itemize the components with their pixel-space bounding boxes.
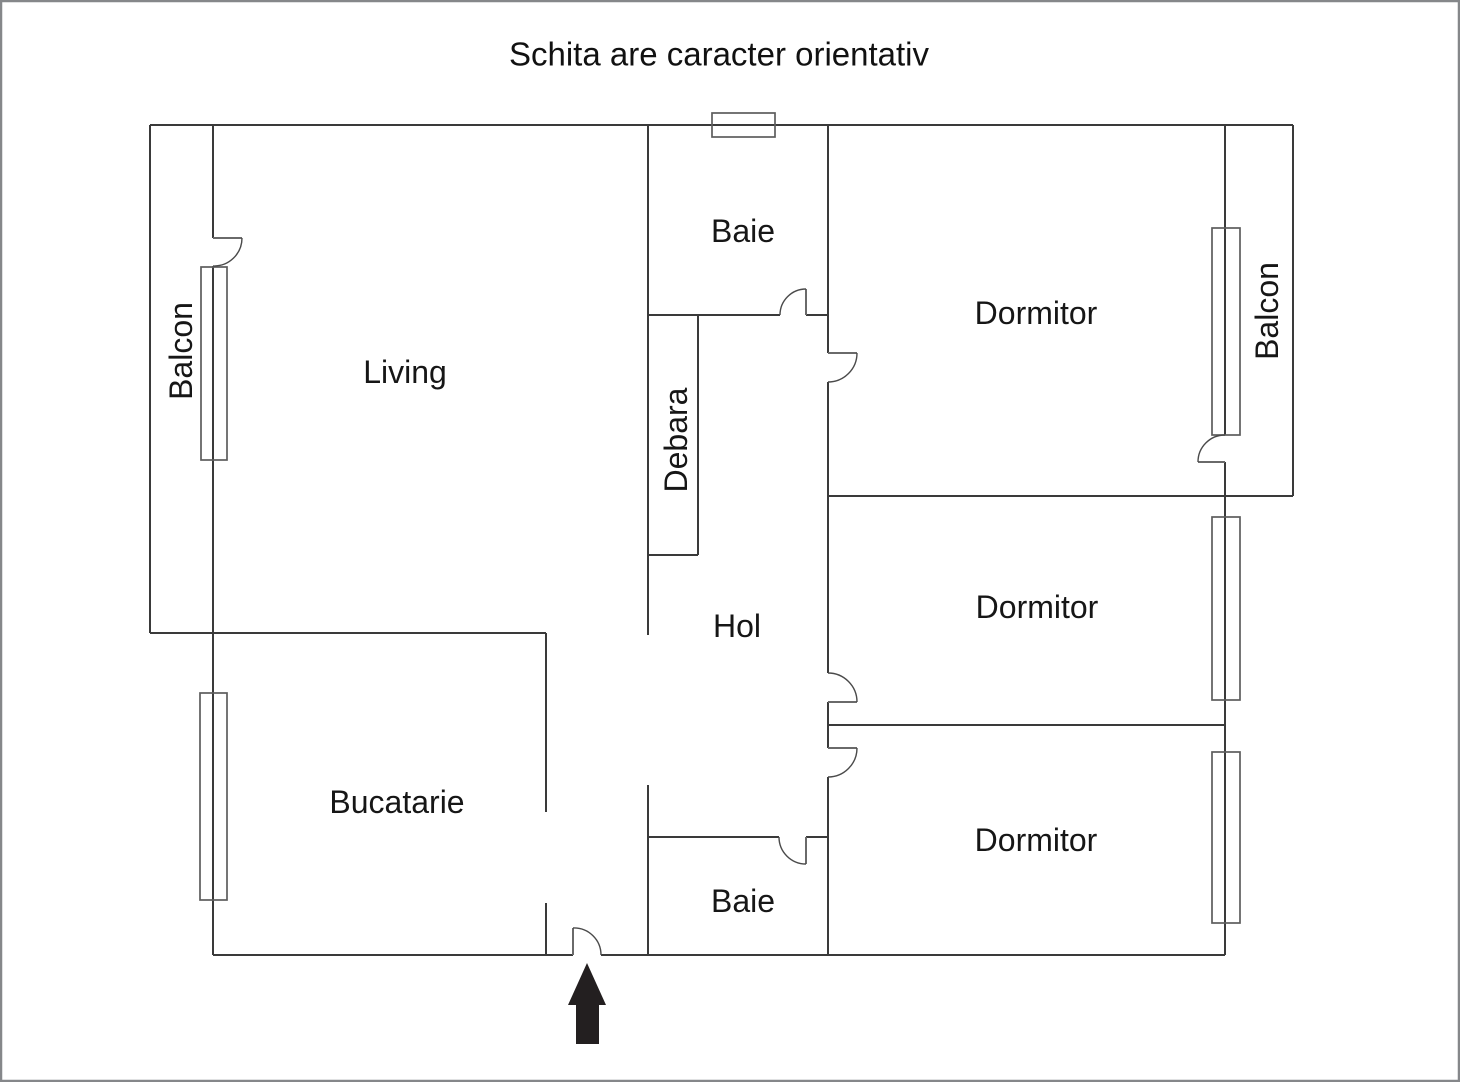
door-arc-baie-top: [779, 288, 807, 316]
window-baie-top: [711, 112, 776, 138]
door-arc-dormitor-middle: [827, 672, 858, 703]
door-arc-baie-bottom: [778, 836, 807, 865]
room-label-living: Living: [363, 354, 447, 390]
walls: [149, 124, 1294, 956]
doors: [212, 237, 1226, 956]
window-dormitor-bottom: [1211, 751, 1241, 924]
door-arc-balcon-left: [212, 237, 243, 267]
window-balcon-right: [1211, 227, 1241, 436]
plan-title: Schita are caracter orientativ: [509, 36, 930, 73]
windows: [199, 112, 1241, 924]
door-arc-balcon-right: [1197, 434, 1226, 463]
window-bucatarie: [199, 692, 228, 901]
door-arc-dormitor-top: [827, 352, 858, 383]
room-label-balcon-right: Balcon: [1249, 262, 1285, 360]
room-label-dormitor-middle: Dormitor: [976, 589, 1099, 625]
room-label-hol: Hol: [713, 608, 761, 644]
room-label-bucatarie: Bucatarie: [329, 784, 464, 820]
room-label-baie-bottom: Baie: [711, 883, 775, 919]
room-label-dormitor-top: Dormitor: [975, 295, 1098, 331]
room-label-balcon-left: Balcon: [163, 302, 199, 400]
room-label-dormitor-bottom: Dormitor: [975, 822, 1098, 858]
door-arc-entrance: [572, 927, 602, 956]
labels: Schita are caracter orientativ Balcon Li…: [163, 36, 1285, 920]
room-label-baie-top: Baie: [711, 213, 775, 249]
door-arc-dormitor-bottom: [827, 747, 858, 778]
window-balcon-left: [200, 266, 228, 461]
room-label-debara: Debara: [658, 387, 694, 492]
window-dormitor-middle: [1211, 516, 1241, 701]
entrance-arrow-icon: [568, 963, 606, 1044]
